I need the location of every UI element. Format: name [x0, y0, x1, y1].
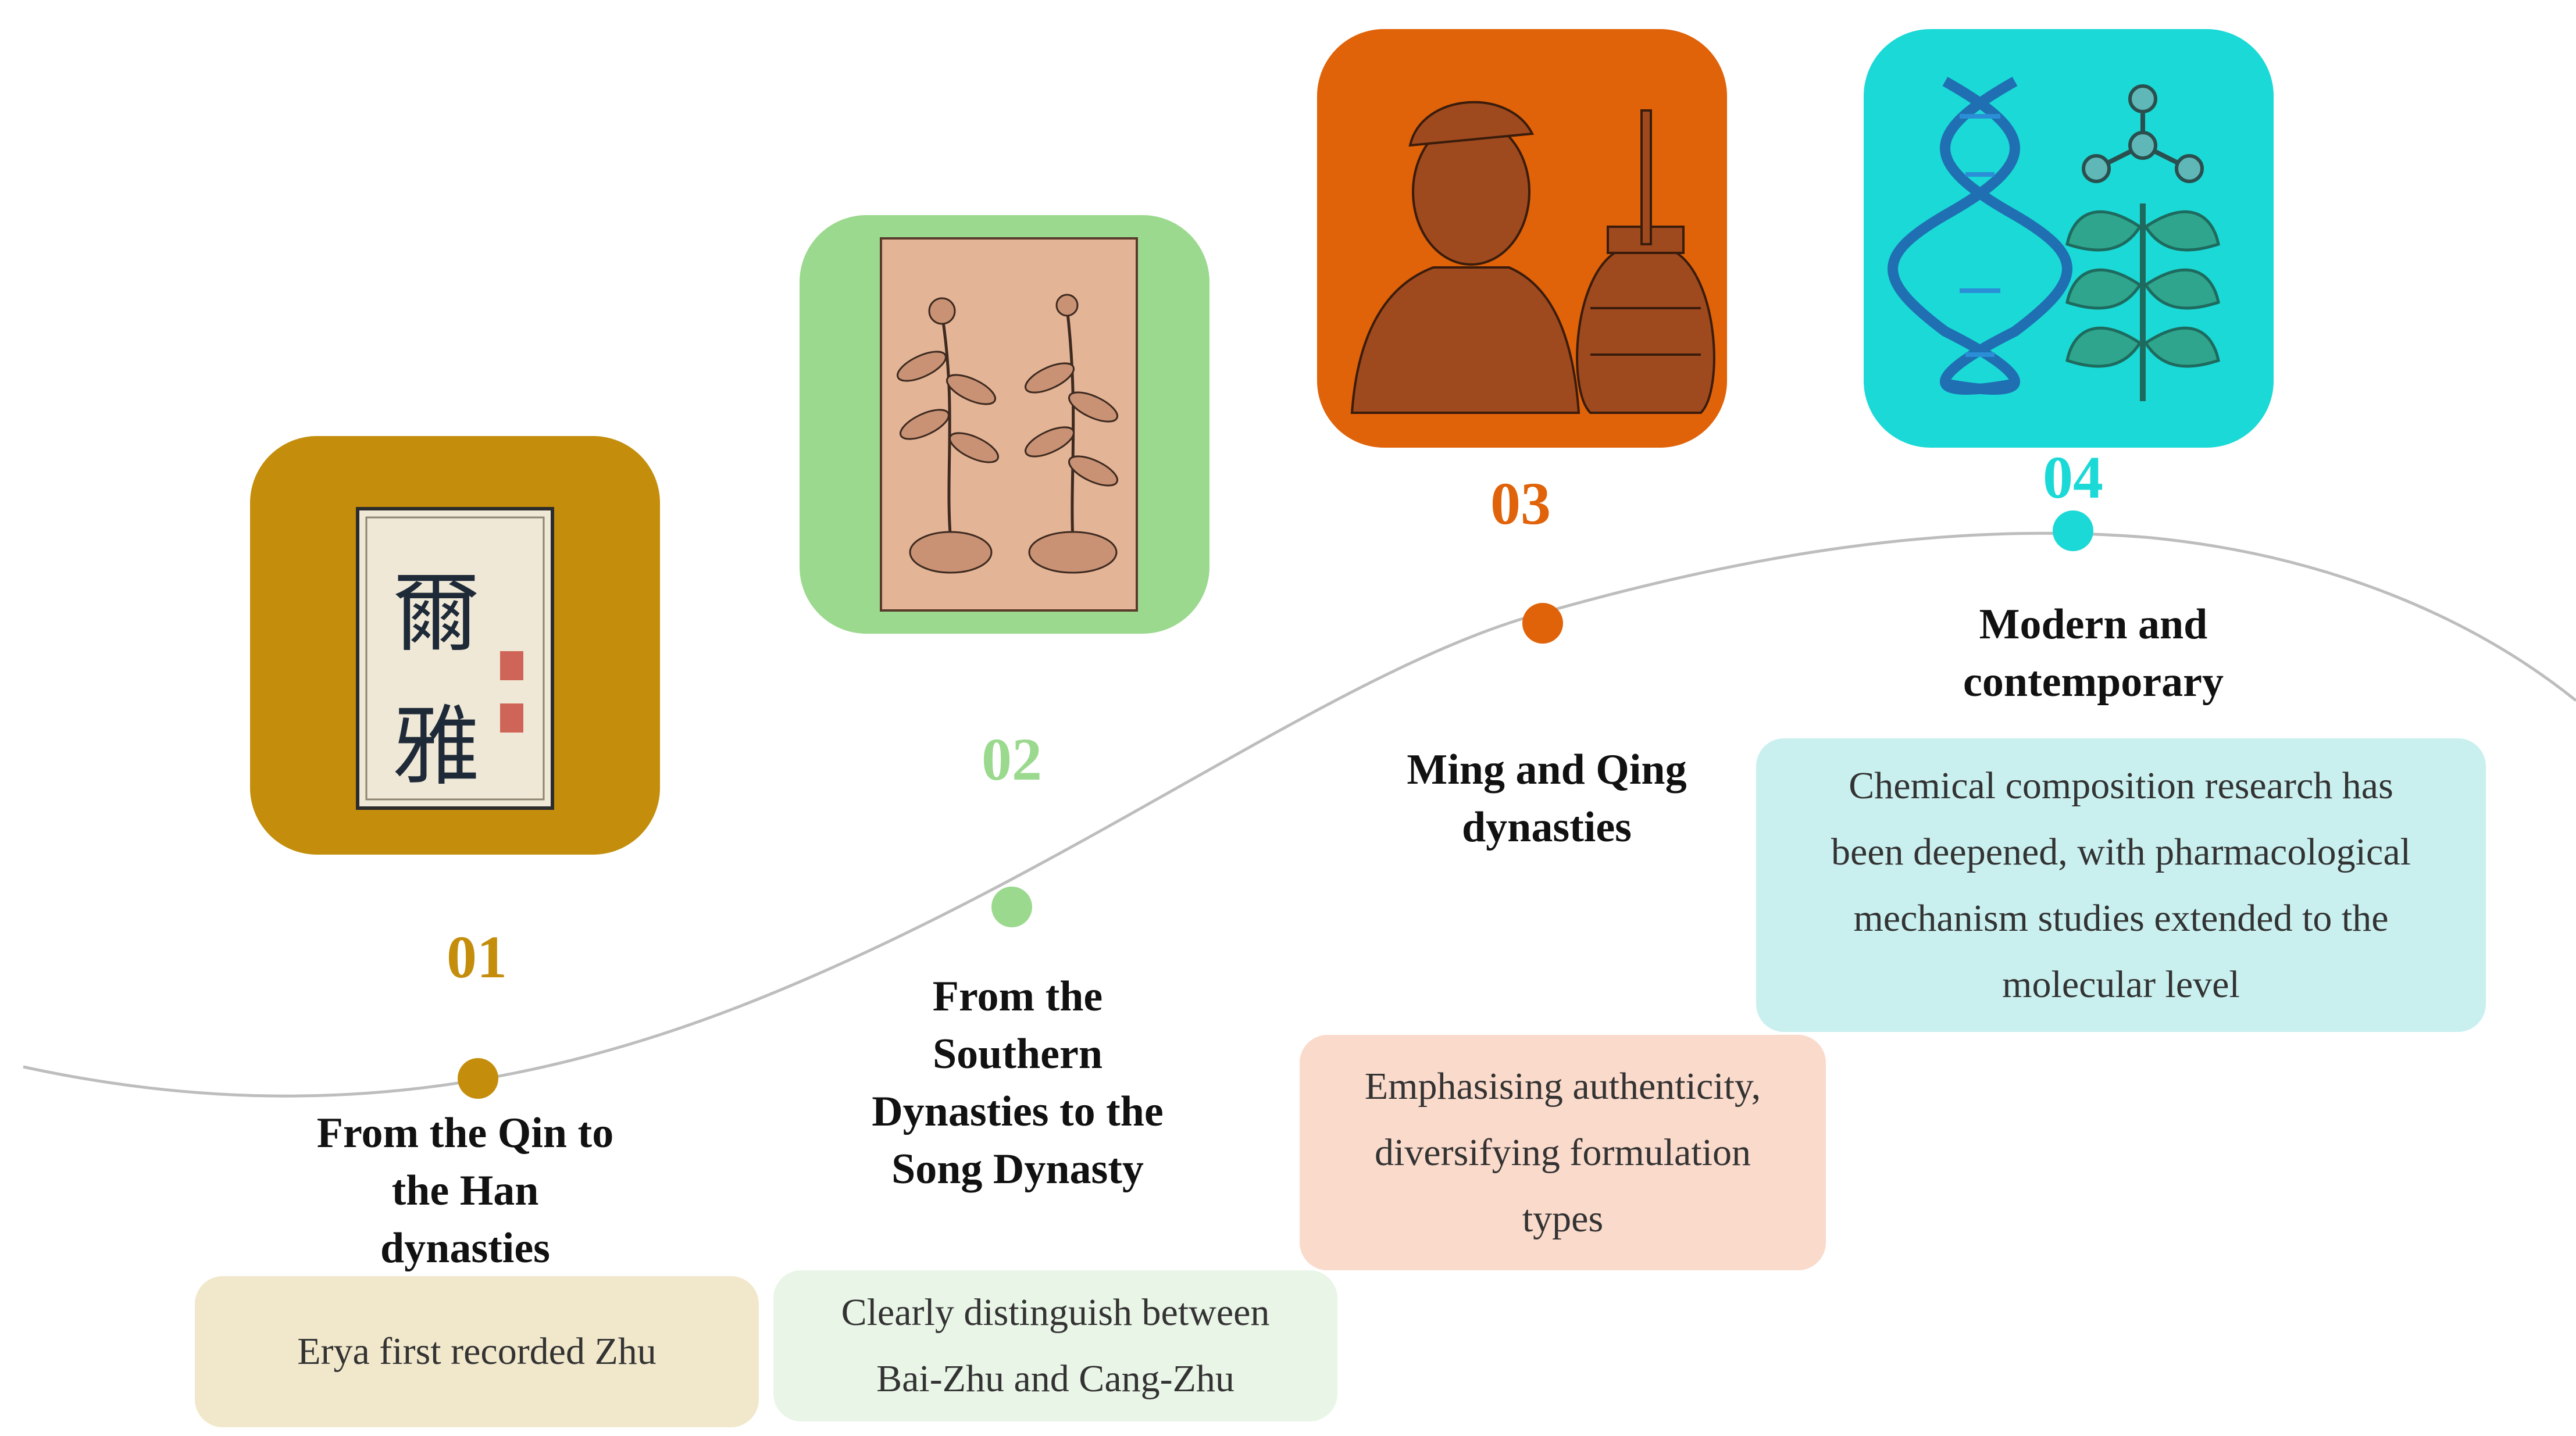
scholar-and-mortar-icon [1350, 101, 1715, 414]
stage-4-description: Chemical composition research has been d… [1831, 764, 2411, 1006]
stage-4-number: 04 [2043, 444, 2103, 511]
herbal-woodcut-illustration-icon [880, 237, 1138, 612]
stage-2-marker [991, 887, 1032, 927]
stage-2-image-tile [800, 215, 1209, 634]
stage-4-era-title: Modern and contemporary [1963, 601, 2224, 706]
stage-1-number: 01 [447, 924, 507, 991]
stage-3-marker [1522, 603, 1563, 644]
stage-3-description-box: Emphasising authenticity, diversifying f… [1300, 1035, 1826, 1270]
stage-1-description-box: Erya first recorded Zhu [195, 1276, 759, 1427]
stage-4-marker [2053, 510, 2093, 551]
stage-3-description: Emphasising authenticity, diversifying f… [1364, 1065, 1761, 1240]
stage-1-era-title: From the Qin to the Han dynasties [316, 1109, 614, 1272]
stage-2-era-title: From the Southern Dynasties to the Song … [872, 973, 1164, 1193]
book-title-glyphs: 爾 雅 [392, 563, 480, 798]
stage-1-image-tile: 爾 雅 [250, 436, 660, 855]
timeline-path [23, 531, 2576, 1098]
stage-2-number: 02 [982, 726, 1042, 793]
stage-4-image-tile [1864, 29, 2274, 448]
ancient-book-cover-icon [356, 507, 554, 810]
dna-molecule-leaf-icon [1888, 77, 2220, 401]
stage-2-description-box: Clearly distinguish between Bai-Zhu and … [773, 1270, 1337, 1421]
stage-2-description: Clearly distinguish between Bai-Zhu and … [841, 1291, 1270, 1400]
stage-1-marker [458, 1058, 498, 1099]
stage-1-description: Erya first recorded Zhu [297, 1330, 657, 1373]
stage-3-era-title: Ming and Qing dynasties [1407, 746, 1687, 851]
stage-3-number: 03 [1490, 470, 1551, 537]
stage-4-description-box: Chemical composition research has been d… [1756, 738, 2486, 1032]
stage-3-image-tile [1317, 29, 1727, 448]
